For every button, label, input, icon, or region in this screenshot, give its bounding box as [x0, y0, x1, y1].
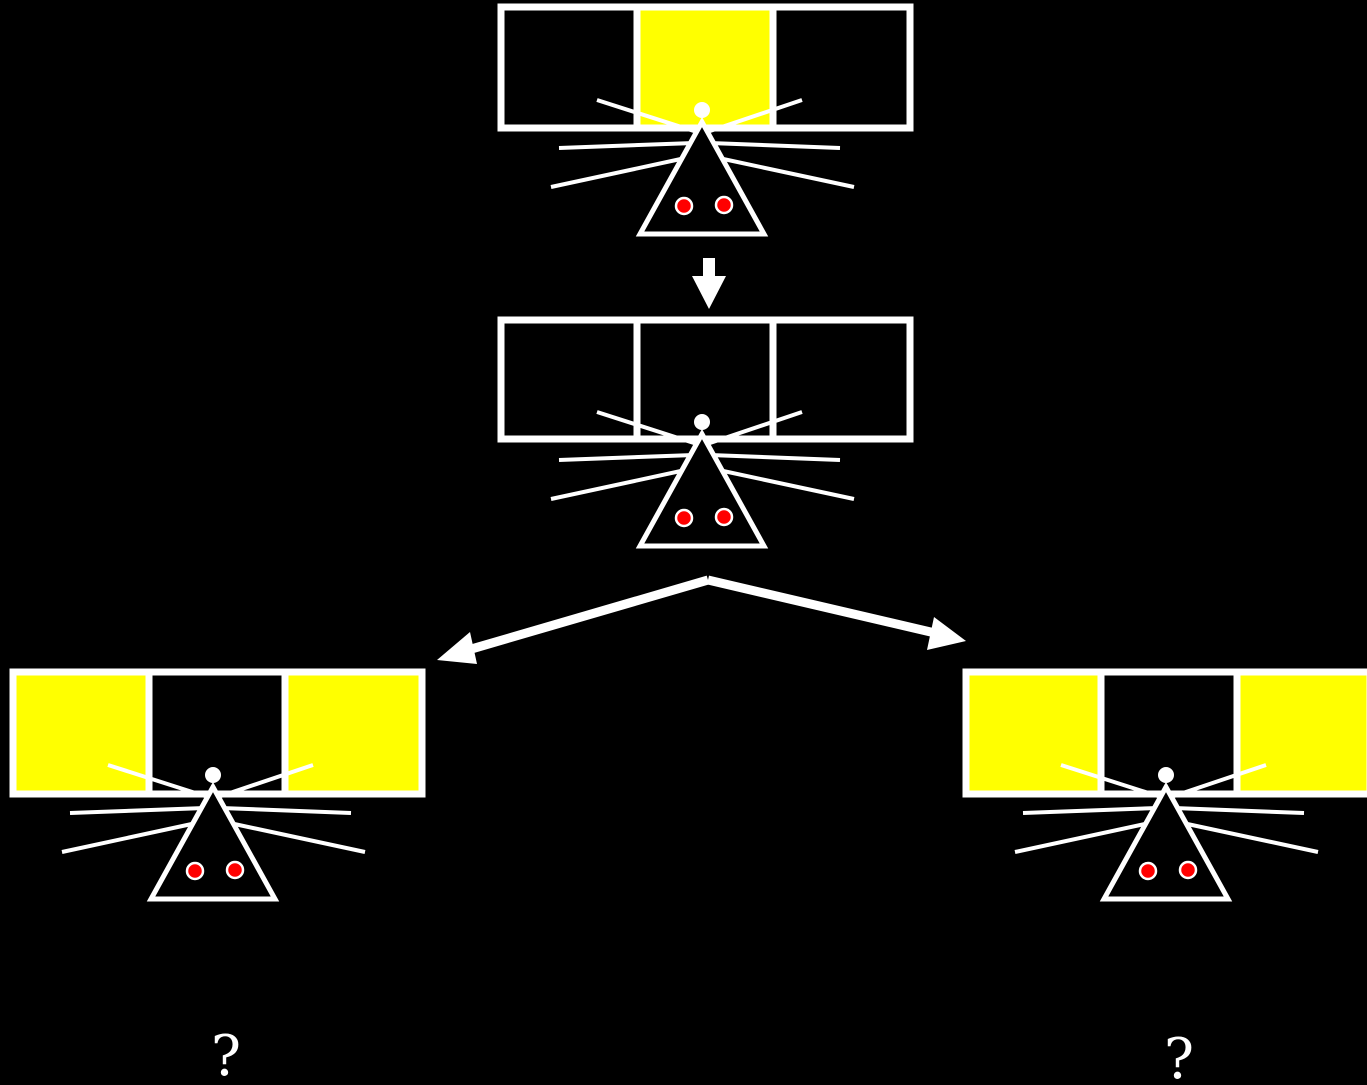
panel-middle-right	[769, 316, 914, 443]
panel-middle-left	[497, 316, 641, 443]
arrow-down-icon	[692, 258, 726, 309]
question-mark-right: ?	[1164, 1027, 1194, 1085]
panel-group-bottom-left	[9, 668, 426, 899]
panel-bottom-left-right	[281, 668, 426, 798]
panel-bottom-left-left	[9, 668, 153, 798]
panel-top-left	[497, 3, 641, 132]
panel-group-bottom-right	[962, 668, 1367, 899]
question-mark-left: ?	[211, 1024, 241, 1085]
panel-bottom-right-left	[962, 668, 1105, 798]
panel-bottom-right-right	[1233, 668, 1367, 798]
panel-group-top	[497, 3, 914, 234]
panel-top-right	[769, 3, 914, 132]
panel-group-middle	[497, 316, 914, 546]
arrow-branch-icon	[437, 575, 966, 664]
